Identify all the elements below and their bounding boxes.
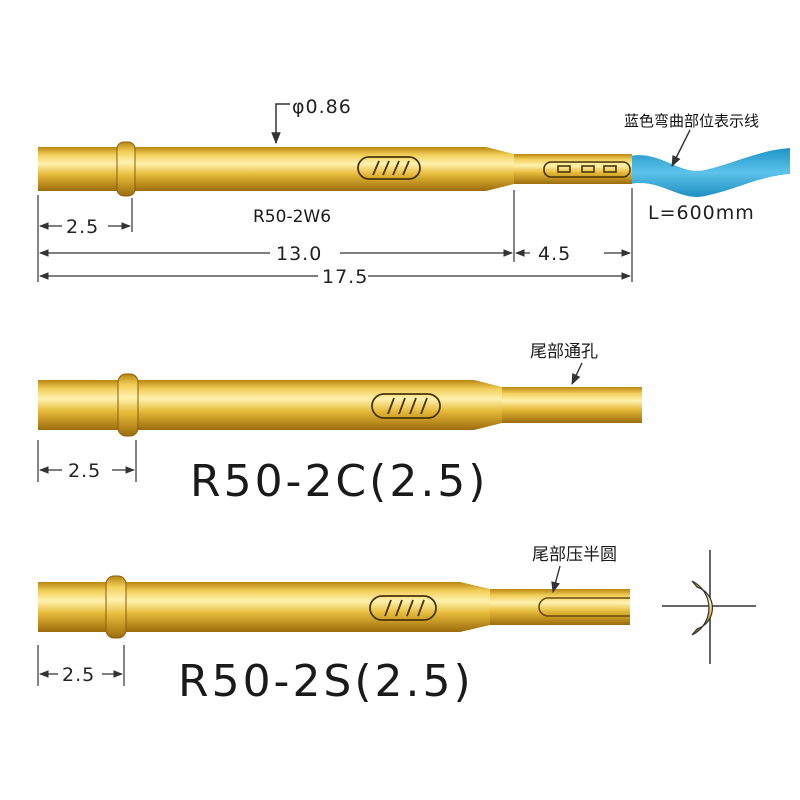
dim-total-17-5: 17.5 bbox=[322, 266, 368, 288]
dim-head-2-5: 2.5 bbox=[66, 216, 99, 238]
probe3-vent-lines bbox=[384, 599, 425, 617]
probe3-model-label: R50-2S(2.5) bbox=[178, 656, 474, 707]
probe2-tail bbox=[502, 387, 642, 423]
probe1-vent-slot bbox=[357, 156, 421, 180]
probe2-head-groove bbox=[117, 373, 139, 437]
probe3-extension-lines bbox=[37, 645, 125, 686]
wire-length: L=600mm bbox=[648, 202, 755, 224]
probe1-taper bbox=[486, 147, 514, 191]
half-round-cross-section bbox=[662, 550, 756, 664]
probe-r50-2s: 尾部压半圆 2.5 R50-2S(2.5) bbox=[37, 545, 756, 707]
probe2-vent-lines bbox=[387, 397, 428, 415]
probe1-body bbox=[38, 147, 486, 191]
wire-note: 蓝色弯曲部位表示线 bbox=[624, 112, 759, 130]
diameter-leader bbox=[271, 103, 290, 145]
probe1-model-label: R50-2W6 bbox=[253, 207, 331, 227]
probe1-extension-lines bbox=[37, 188, 633, 282]
probe2-taper bbox=[474, 380, 502, 430]
probe1-tail bbox=[514, 154, 632, 184]
probe1-head-groove bbox=[116, 141, 136, 197]
probe2-tail-leader bbox=[571, 362, 583, 386]
probe3-dim-head: 2.5 bbox=[62, 664, 95, 686]
probe3-vent-slot bbox=[369, 595, 437, 621]
probe1-tail-dashes bbox=[557, 165, 617, 173]
probe3-body bbox=[38, 582, 460, 632]
probe2-dim-head: 2.5 bbox=[68, 460, 101, 482]
probe3-head-groove bbox=[105, 575, 127, 639]
probe2-vent-slot bbox=[371, 393, 441, 419]
probe2-model-label: R50-2C(2.5) bbox=[190, 456, 488, 507]
probe2-body bbox=[38, 380, 474, 430]
probe-r50-2w6: φ0.86 R50-2W6 蓝色弯曲部位表示线 L=600mm 2.5 13.0… bbox=[37, 96, 790, 288]
dim-tail-4-5: 4.5 bbox=[538, 243, 571, 265]
probe2-extension-lines bbox=[37, 440, 137, 482]
probe1-dimension-lines bbox=[39, 222, 631, 280]
probe3-crimp-slot bbox=[538, 597, 630, 617]
wire-note-leader bbox=[671, 129, 691, 168]
probe3-tail bbox=[490, 589, 630, 625]
dim-body-13-0: 13.0 bbox=[276, 243, 322, 265]
probe3-taper bbox=[460, 582, 490, 632]
blue-wire bbox=[630, 148, 790, 197]
probe2-tail-note: 尾部通孔 bbox=[530, 342, 598, 362]
probe3-tail-note: 尾部压半圆 bbox=[532, 545, 617, 565]
probe3-tail-leader bbox=[551, 565, 561, 594]
probe-r50-2c: 尾部通孔 2.5 R50-2C(2.5) bbox=[37, 342, 642, 507]
diameter-label: φ0.86 bbox=[292, 96, 352, 118]
probe1-tail-slot bbox=[543, 161, 631, 178]
probe1-vent-lines bbox=[372, 160, 410, 176]
